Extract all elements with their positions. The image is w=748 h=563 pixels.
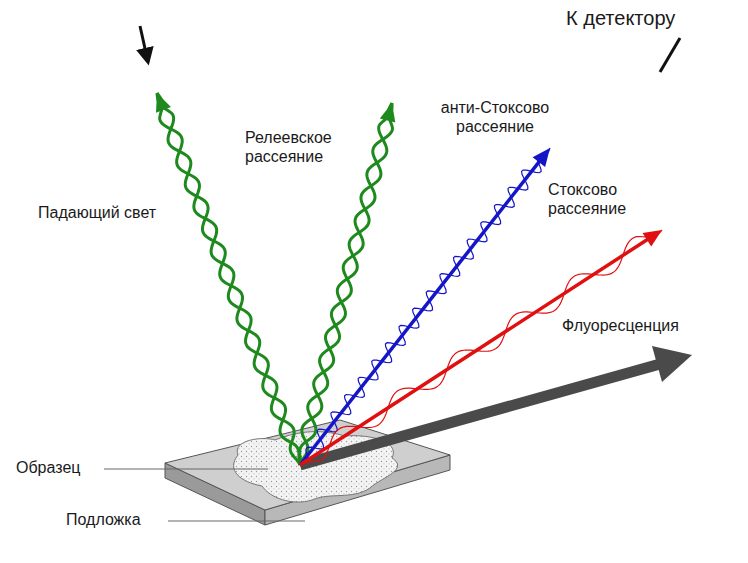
leader-line (104, 469, 268, 470)
light-ray (300, 230, 662, 465)
light-ray (300, 148, 550, 465)
leader-line (168, 521, 305, 522)
pointer-arrow (140, 26, 148, 62)
label: Образец (16, 458, 80, 477)
light-rays (156, 93, 662, 465)
fluorescence-arrow (300, 346, 692, 465)
label: Падающий свет (38, 203, 156, 222)
label: анти-Стоксово рассеяние (420, 98, 570, 136)
label: Флуоресценция (562, 316, 679, 335)
label: К детектору (566, 6, 675, 30)
label: Стоксово рассеяние (548, 180, 666, 218)
label: Подложка (66, 510, 141, 529)
detector-mark (660, 38, 680, 72)
label: Релеевское рассеяние (245, 128, 367, 166)
